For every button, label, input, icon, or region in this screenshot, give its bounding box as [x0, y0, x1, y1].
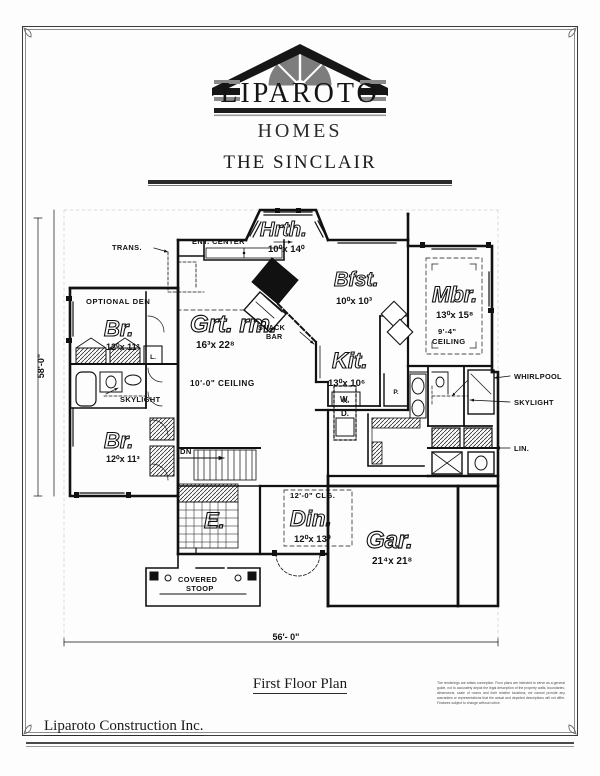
room-size-br-den: 12⁰x 11² [106, 342, 140, 352]
linen-right-label: LIN. [514, 444, 529, 453]
covered-stoop-label-line2: STOOP [186, 584, 214, 593]
covered-stoop-label-line1: COVERED [178, 575, 218, 584]
ent-center-label: ENT. CENTER [192, 237, 245, 246]
refrigerator-label: R. [343, 399, 349, 405]
snack-bar-label-line2: BAR [266, 332, 283, 341]
room-size-hrth: 10⁰x 14⁰ [268, 244, 305, 255]
footer-divider [26, 742, 574, 744]
plan-caption: First Floor Plan [0, 676, 600, 694]
room-size-grt-rm: 16³x 22⁸ [196, 340, 235, 351]
room-name-hrth: Hrth. [260, 219, 307, 241]
room-size-gar: 21⁴x 21⁸ [372, 556, 413, 567]
room-name-din: Din. [290, 506, 332, 531]
skylight-left-label: SKYLIGHT [120, 395, 161, 404]
page-title: THE SINCLAIR [223, 152, 377, 173]
company-name: Liparoto Construction Inc. [44, 718, 204, 736]
room-size-kit: 13⁰x 10⁶ [328, 378, 365, 389]
floor-plan-svg: 58'-0" 56'- 0" [33, 208, 562, 647]
gable-roof-logo-icon: LIPAROTO HOMES [212, 44, 388, 142]
stairs-down-label: DN [180, 447, 192, 456]
skylight-right-label: SKYLIGHT [514, 398, 554, 407]
din-ceiling-note: 12'-0" CLG. [290, 491, 335, 500]
brand-logo: LIPAROTO HOMES [0, 40, 600, 145]
floor-plan-drawing: 58'-0" 56'- 0" [28, 196, 572, 656]
optional-den-label: OPTIONAL DEN [86, 297, 150, 306]
room-size-mbr: 13⁰x 15⁸ [436, 310, 473, 321]
room-name-kit: Kit. [332, 348, 367, 373]
room-name-br2: Br. [104, 428, 133, 453]
washer-label: W. [340, 395, 349, 404]
room-size-br2: 12⁰x 11³ [106, 454, 140, 464]
room-name-br-den: Br. [104, 316, 133, 341]
title-divider [148, 180, 452, 186]
brand-name: LIPAROTO [220, 78, 379, 109]
brand-subtitle: HOMES [257, 120, 342, 142]
pantry-label: P. [393, 389, 398, 396]
room-name-grt-rm: Grt. rm. [190, 311, 277, 338]
plan-caption-text: First Floor Plan [252, 676, 348, 694]
room-name-gar: Gar. [366, 527, 413, 554]
linen-left-label: L. [150, 354, 156, 361]
room-name-mbr: Mbr. [432, 282, 477, 307]
grt-rm-ceiling-note: 10'-0" CEILING [190, 379, 255, 388]
room-name-entry: E. [204, 508, 225, 533]
footer-divider-secondary [26, 746, 574, 747]
room-size-din: 12⁰x 13⁰ [294, 534, 331, 545]
whirlpool-label: WHIRLPOOL [514, 372, 562, 381]
mbr-ceiling-height: 9'-4" [438, 327, 456, 336]
trans-label: TRANS. [112, 243, 142, 252]
page-border-outer [22, 26, 578, 736]
dimension-width: 56'- 0" [273, 632, 300, 642]
company-name-text: Liparoto Construction Inc. [44, 718, 204, 736]
dimension-depth: 58'-0" [36, 354, 46, 378]
disclaimer-text: The renderings are artists conception. F… [437, 681, 565, 705]
room-size-bfst: 10⁰x 10³ [336, 296, 372, 307]
room-name-bfst: Bfst. [334, 269, 378, 291]
snack-bar-label-line1: SNACK [258, 323, 286, 332]
dryer-label: D. [341, 409, 349, 418]
page-border-inner [25, 29, 575, 733]
mbr-ceiling-word: CEILING [432, 337, 466, 346]
